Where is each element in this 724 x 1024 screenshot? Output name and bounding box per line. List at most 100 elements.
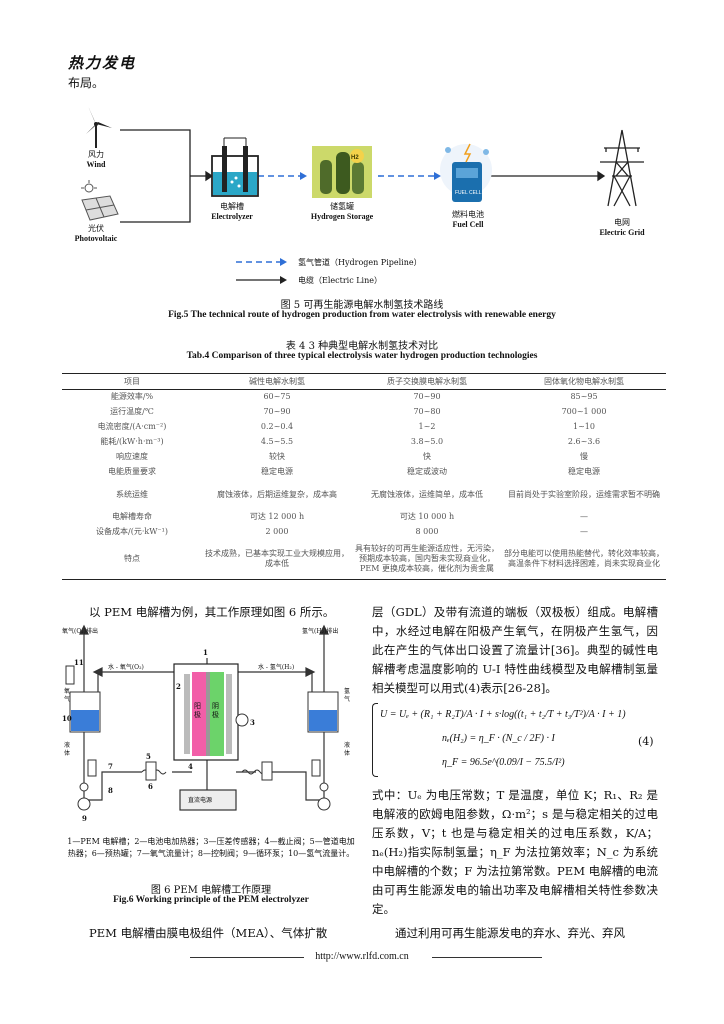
callout-4: 4 bbox=[188, 762, 193, 771]
table-cell: 可达 10 000 h bbox=[399, 512, 455, 521]
table4-caption-cn: 表 4 3 种典型电解水制氢技术对比 bbox=[285, 341, 439, 352]
fig5-caption-cn: 图 5 可再生能源电解水制氢技术路线 bbox=[280, 300, 444, 311]
table-row-label: 电解槽寿命 bbox=[112, 512, 152, 521]
fig6-legend: 1—PEM 电解槽；2—电池电加热器；3—压差传感器；4—截止阀；5—管道电加热… bbox=[67, 837, 355, 858]
table-row-label: 系统运维 bbox=[116, 489, 148, 499]
table-row-label: 响应速度 bbox=[116, 452, 148, 461]
table-cell: 8 000 bbox=[415, 527, 439, 536]
table-row: 电流密度/(A·cm⁻²) 0.2~0.4 1~2 1~10 bbox=[62, 420, 666, 435]
table-header: 碱性电解水制氢 bbox=[202, 373, 352, 390]
liquid-right-label: 液体 bbox=[344, 742, 351, 757]
callout-10: 10 bbox=[62, 714, 72, 723]
table-cell: 70~90 bbox=[413, 392, 441, 402]
table-cell: 可达 12 000 h bbox=[249, 512, 305, 521]
water-h2-label: 水 - 氢气(H₂) bbox=[258, 664, 295, 671]
fig5-diagram: H2 FUEL CELL bbox=[81, 106, 644, 284]
equation-line-2: nₑ(H₂) = η_F · (N_c / 2F) · I bbox=[442, 733, 555, 744]
table-header: 项目 bbox=[62, 373, 202, 390]
table-cell: 2.6~3.6 bbox=[567, 437, 601, 446]
table-row-label: 电流密度/(A·cm⁻²) bbox=[97, 422, 167, 431]
table4-caption-en: Tab.4 Comparison of three typical electr… bbox=[186, 351, 538, 361]
o2-outlet-label: 氧气(O₂)排出 bbox=[62, 628, 99, 635]
table-row-label: 特点 bbox=[62, 539, 202, 580]
liquid-left-label: 液体 bbox=[64, 742, 71, 757]
table-cell: 目前尚处于实验室阶段，运维需求暂不明确 bbox=[508, 489, 660, 499]
equation-4: U = Uₑ + (R₁ + R₂T)/A · I + s·log((t₁ + … bbox=[372, 703, 660, 779]
electric-grid-tower-icon bbox=[600, 129, 644, 207]
fuel-cell-icon: FUEL CELL bbox=[440, 143, 492, 202]
fig5-caption-en: Fig.5 The technical route of hydrogen pr… bbox=[168, 310, 556, 320]
table-cell: 85~95 bbox=[570, 392, 598, 402]
fig6-caption-cn: 图 6 PEM 电解槽工作原理 bbox=[150, 885, 272, 896]
fig6-diagram bbox=[65, 624, 339, 811]
table-cell: 0.2~0.4 bbox=[260, 422, 294, 431]
table-cell: 无腐蚀液体，运维简单，成本低 bbox=[371, 489, 483, 499]
callout-2: 2 bbox=[176, 682, 181, 691]
fuel-cell-badge: FUEL CELL bbox=[455, 190, 482, 196]
equation-brace bbox=[372, 703, 378, 777]
equation-line-1: U = Uₑ + (R₁ + R₂T)/A · I + s·log((t₁ + … bbox=[380, 709, 626, 720]
callout-8: 8 bbox=[108, 786, 113, 795]
table-cell: 1~2 bbox=[418, 422, 436, 431]
h2-badge: H2 bbox=[351, 155, 359, 161]
table-header-row: 项目 碱性电解水制氢 质子交换膜电解水制氢 固体氧化物电解水制氢 bbox=[62, 373, 666, 390]
equation-line-3: η_F = 96.5e^(0.09/I − 75.5/I²) bbox=[442, 757, 565, 768]
footer-rule-left bbox=[190, 957, 304, 958]
table-cell: 4.5~5.5 bbox=[260, 437, 294, 446]
callout-5: 5 bbox=[146, 752, 151, 761]
electric-lines bbox=[120, 129, 606, 223]
table-cell: 1~10 bbox=[573, 422, 595, 431]
table-row: 特点技术成熟，已基本实现工业大规模应用，成本低具有较好的可再生能源适应性，无污染… bbox=[62, 539, 666, 580]
table-row: 能源效率/% 60~75 70~90 85~95 bbox=[62, 390, 666, 405]
right-paragraph-3: 通过利用可再生能源发电的弃水、弃光、弃风 bbox=[395, 926, 625, 940]
table-cell: 部分电能可以使用热能替代，转化效率较高，高温条件下材料选择困难，尚未实现商业化 bbox=[502, 539, 666, 580]
table-row-label: 能耗/(kW·h·m⁻³) bbox=[100, 437, 164, 446]
callout-11: 11 bbox=[74, 658, 84, 667]
table-cell: 较快 bbox=[269, 452, 285, 461]
table-header: 质子交换膜电解水制氢 bbox=[352, 373, 502, 390]
cathode-label: 阴极 bbox=[212, 702, 219, 719]
right-paragraph-2: 式中：Uₑ 为电压常数；T 是温度，单位 K；R₁、R₂ 是电解液的欧姆电阻参数… bbox=[372, 788, 658, 916]
electrolyzer-icon bbox=[211, 137, 259, 197]
right-paragraph-1: 层（GDL）及带有流道的端板（双极板）组成。电解槽中，水经过电解在阳极产生氧气，… bbox=[372, 605, 658, 695]
table-cell: 稳定电源 bbox=[568, 467, 600, 476]
wind-turbine-icon bbox=[86, 106, 112, 148]
table-row: 响应速度 较快 快 慢 bbox=[62, 450, 666, 465]
table-cell: 具有较好的可再生能源适应性，无污染，预期成本较高，国内暂未实现商业化，PEM 更… bbox=[352, 539, 502, 580]
table-cell: 70~90 bbox=[263, 407, 291, 416]
lead-text: 布局。 bbox=[68, 76, 105, 90]
footer-rule-right bbox=[432, 957, 542, 958]
legend-line-label: 电缆（Electric Line） bbox=[298, 276, 382, 285]
table-cell: 技术成熟，已基本实现工业大规模应用，成本低 bbox=[202, 539, 352, 580]
fig6-caption-en: Fig.6 Working principle of the PEM elect… bbox=[113, 895, 309, 905]
table-cell: 快 bbox=[423, 452, 431, 461]
table-cell: 3.8~5.0 bbox=[410, 437, 444, 446]
table-cell: 60~75 bbox=[263, 392, 291, 402]
table-cell: 稳定电源 bbox=[261, 467, 293, 476]
table-row: 能耗/(kW·h·m⁻³) 4.5~5.5 3.8~5.0 2.6~3.6 bbox=[62, 435, 666, 450]
callout-3: 3 bbox=[250, 718, 255, 727]
callout-9: 9 bbox=[82, 814, 87, 823]
table-cell: 腐蚀液体，后期运维复杂，成本高 bbox=[217, 489, 337, 499]
table-row-label: 能源效率/% bbox=[110, 392, 154, 402]
left-intro: 以 PEM 电解槽为例，其工作原理如图 6 所示。 bbox=[89, 605, 335, 619]
left-paragraph: PEM 电解槽由膜电极组件（MEA）、气体扩散 bbox=[89, 926, 328, 940]
journal-header: 热力发电 bbox=[68, 54, 137, 72]
table-row-label: 运行温度/℃ bbox=[110, 407, 154, 416]
equation-number: (4) bbox=[638, 735, 654, 748]
table-cell: 慢 bbox=[580, 452, 588, 461]
table-row-label: 设备成本/(元·kW⁻¹) bbox=[96, 527, 168, 536]
callout-1: 1 bbox=[203, 648, 208, 657]
footer-url: http://www.rlfd.com.cn bbox=[315, 951, 409, 962]
h2-outlet-label: 氢气(H₂)排出 bbox=[302, 628, 339, 635]
